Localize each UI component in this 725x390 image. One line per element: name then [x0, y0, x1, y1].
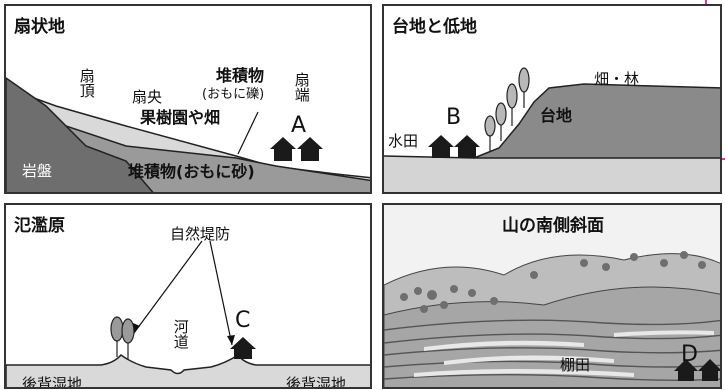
terrace-cross-section	[384, 67, 720, 192]
label-D: D	[681, 342, 698, 367]
label-bedrock: 岩盤	[22, 162, 53, 180]
label-B: B	[446, 105, 462, 130]
bedrock	[6, 77, 154, 192]
panel-title-slope: 山の南側斜面	[502, 211, 604, 236]
label-terraced-paddy: 棚田	[560, 356, 591, 374]
panel-alluvial-fan: 扇状地 扇頂 扇央 果樹園や畑 堆積物 (おもに礫) 扇端 A 岩盤 堆積物(お…	[4, 4, 372, 194]
floodplain-cross-section	[6, 240, 370, 387]
label-backmarsh-right: 後背湿地	[286, 375, 347, 389]
label-A: A	[291, 113, 307, 138]
label-orchard: 果樹園や畑	[140, 108, 221, 127]
panel-title-floodplain: 氾濫原	[14, 216, 65, 236]
label-field-forest: 畑・林	[594, 70, 640, 88]
terraced-paddy-illustration	[384, 205, 720, 387]
panel-title-fan: 扇状地	[14, 17, 65, 37]
house-b-1	[428, 135, 454, 158]
house-c	[230, 337, 256, 359]
trees-terrace-slope	[484, 67, 530, 152]
trees-levee	[110, 316, 135, 359]
fan-cross-section	[6, 77, 370, 192]
house-d-2	[698, 359, 720, 381]
label-deposit-gravel-2: (おもに礫)	[202, 87, 265, 102]
label-backmarsh-left: 後背湿地	[22, 375, 83, 389]
label-fan-middle: 扇央	[132, 88, 163, 106]
paddy-water	[414, 330, 714, 377]
house-a-2	[297, 137, 323, 161]
panel-terrace-lowland: 台地と低地 畑・林 B 台地 水田	[382, 4, 722, 194]
label-deposit-sand: 堆積物(おもに砂)	[128, 162, 255, 181]
house-a-1	[270, 137, 296, 161]
panel-title-terrace: 台地と低地	[392, 17, 477, 37]
house-d-1	[674, 359, 698, 381]
label-C: C	[235, 308, 251, 333]
label-natural-levee: 自然堤防	[170, 225, 231, 243]
label-paddy: 水田	[388, 132, 419, 150]
house-b-2	[454, 135, 480, 158]
deposit-leader-line	[237, 111, 259, 155]
lowland-ground	[384, 156, 720, 192]
terrace-body	[473, 83, 720, 159]
floodplain-ground	[6, 353, 370, 387]
label-fan-apex: 扇頂	[77, 68, 96, 98]
label-deposit-gravel-1: 堆積物	[216, 66, 265, 85]
label-terrace: 台地	[540, 106, 573, 125]
label-fan-toe: 扇端	[292, 72, 311, 102]
panel-south-slope: 山の南側斜面 D 棚田	[382, 203, 722, 389]
hill-trees	[400, 251, 706, 313]
panel-floodplain: 氾濫原 自然堤防 C 河道 後背湿地 後背湿地	[4, 203, 372, 389]
label-river-channel: 河道	[171, 319, 190, 349]
